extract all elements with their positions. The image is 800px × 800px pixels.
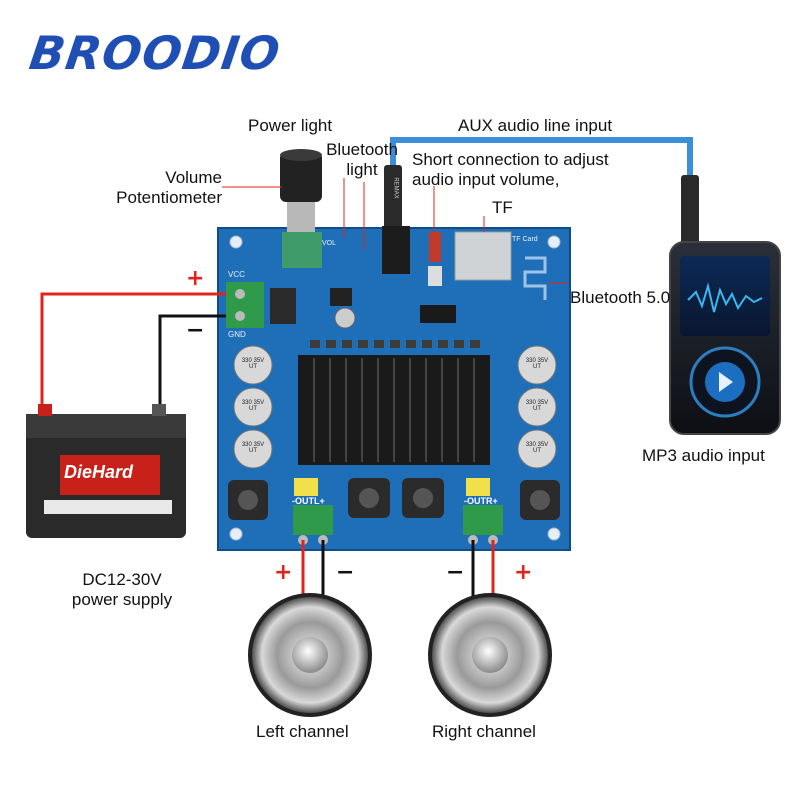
wire-positive-power [40,292,226,410]
label-right-channel: Right channel [432,722,536,741]
potentiometer-base [282,232,322,268]
wire-negative-power [158,314,226,410]
label-tf: TF [492,198,513,217]
sign-left-positive: + [274,560,293,585]
board-outr: -OUTR+ [464,496,498,506]
speaker-left [248,593,372,717]
board-vol: VOL [322,240,337,247]
capacitors-right [517,345,557,469]
label-volume-potentiometer: Volume Potentiometer [116,168,222,207]
potentiometer-knob [280,152,322,202]
cap-label-4: 330 35V UT [525,358,549,370]
sign-right-negative: − [446,560,465,585]
label-power-light: Power light [248,116,333,135]
aux-plug-player [681,175,699,245]
aux-jack [382,226,410,274]
cap-label-5: 330 35V UT [525,400,549,412]
terminal-power [226,282,264,328]
aux-plug-board [384,165,402,235]
cap-label-3: 330 35V UT [241,442,265,454]
mp3-player [669,241,781,435]
leader-lines [222,178,568,284]
sign-power-positive: + [186,266,205,291]
label-power-supply: DC12-30V power supply [71,570,173,609]
cap-label-6: 330 35V UT [525,442,549,454]
terminal-left [293,505,333,535]
terminal-right [463,505,503,535]
board-vcc: VCC [228,270,245,279]
sign-right-positive: + [514,560,533,585]
label-mp3-input: MP3 audio input [642,446,765,465]
tf-slot [454,231,512,281]
battery-brand: DieHard [64,462,134,482]
sign-left-negative: − [336,560,355,585]
jack-brand: REMAX [392,177,399,199]
label-aux-input: AUX audio line input [458,116,613,135]
sign-power-negative: − [186,318,205,343]
speaker-right [428,593,552,717]
label-bluetooth-version: Bluetooth 5.0 [570,288,671,307]
board-outl: -OUTL+ [292,496,325,506]
capacitors-left [233,345,273,469]
cap-label-1: 330 35V UT [241,358,265,370]
battery [26,404,186,538]
board-gnd: GND [228,330,246,339]
label-left-channel: Left channel [256,722,349,741]
label-short-connection: Short connection to adjust audio input v… [412,150,609,189]
board-tf-card: TF Card [512,236,538,243]
bluetooth-antenna [523,256,547,300]
label-bluetooth-light: Bluetooth light [326,140,398,179]
cap-label-2: 330 35V UT [241,400,265,412]
brand-logo: BROODIO [26,26,284,80]
